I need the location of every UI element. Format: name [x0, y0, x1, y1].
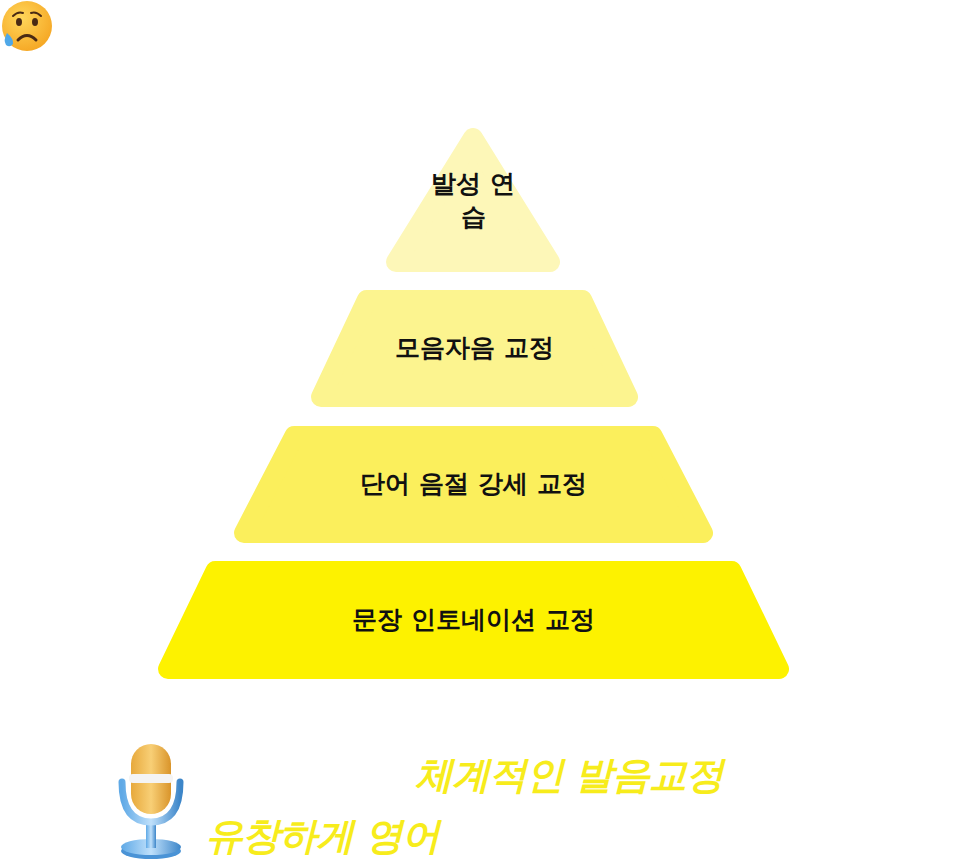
pyramid-band: 단어 음절 강세 교정 — [234, 426, 713, 543]
pyramid-top: 발성 연습 — [386, 128, 560, 272]
sad-face-emoji — [0, 0, 56, 56]
band-text: 문장 인토네이션 교정 — [352, 604, 594, 637]
pyramid-band-shape — [386, 128, 560, 272]
band-text: 발성 연습 — [428, 168, 518, 233]
band-text: 단어 음절 강세 교정 — [360, 468, 586, 501]
microphone-illustration — [112, 742, 190, 862]
pyramid-band: 모음자음 교정 — [311, 290, 638, 407]
band-text: 모음자음 교정 — [395, 332, 554, 365]
pyramid-band: 문장 인토네이션 교정 — [158, 561, 789, 679]
slogan-text: 유창하게 영어 — [205, 811, 439, 862]
slogan-text: 체계적인 발음교정 — [415, 750, 723, 801]
